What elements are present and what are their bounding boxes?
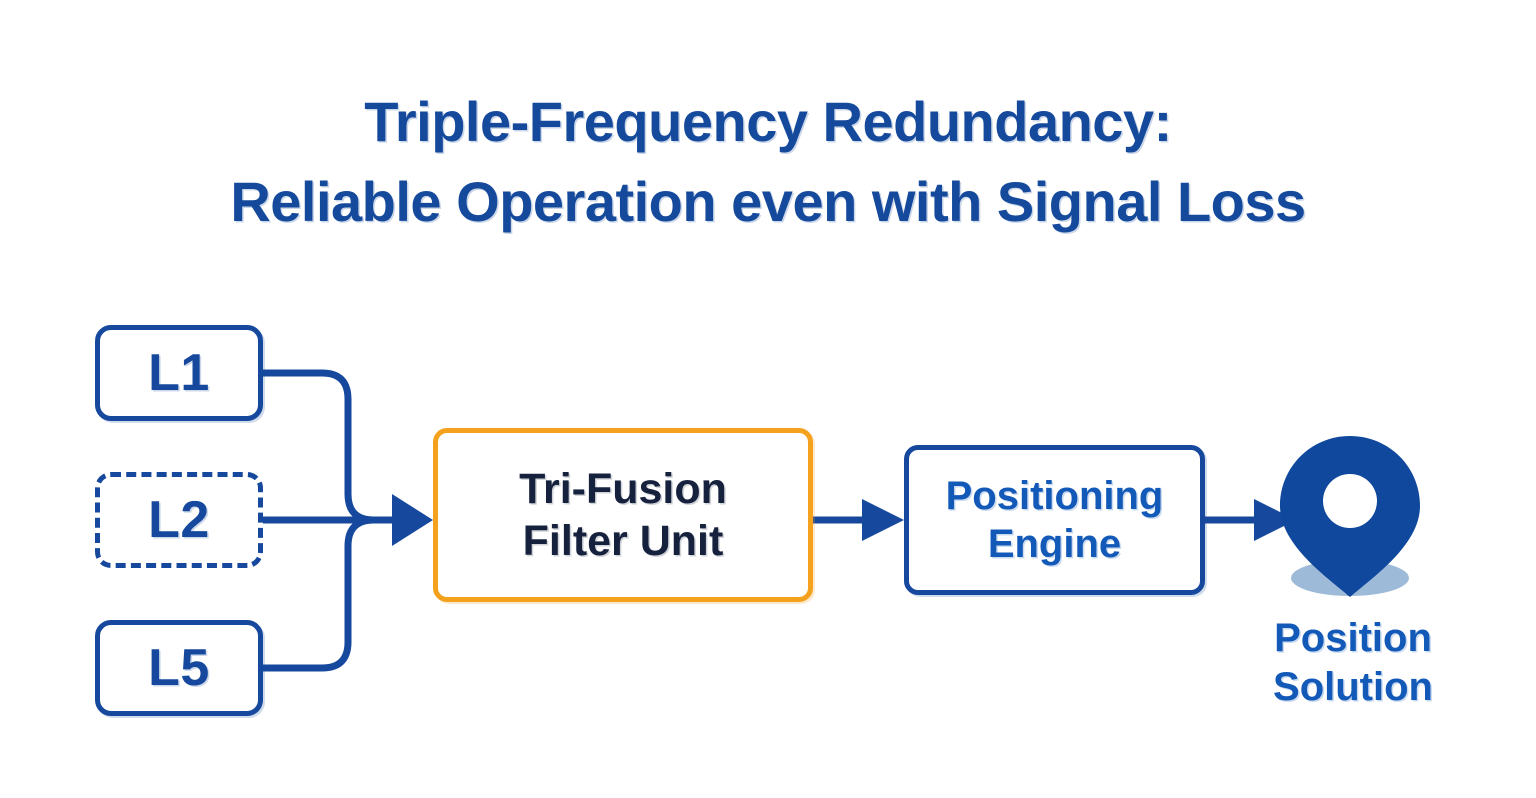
input-band-l2-label: L2 — [148, 490, 210, 549]
input-band-l2[interactable]: L2 — [95, 472, 263, 568]
engine-label-line-1: Positioning — [945, 474, 1164, 518]
pin-shadow-ellipse — [1291, 560, 1409, 596]
title-line-2: Reliable Operation even with Signal Loss — [230, 169, 1306, 233]
tri-fusion-filter-unit-label: Tri-Fusion Filter Unit — [519, 463, 727, 568]
outcome-caption-line-2: Solution — [1273, 664, 1433, 709]
input-band-l1-label: L1 — [148, 343, 210, 402]
arrowhead-into-filter — [392, 494, 433, 546]
arrowhead-into-outcome — [1254, 499, 1296, 541]
filter-label-line-2: Filter Unit — [522, 517, 724, 565]
position-solution-caption: Position Solution — [1213, 614, 1493, 712]
page-title: Triple-Frequency Redundancy: Reliable Op… — [0, 82, 1536, 241]
title-line-1: Triple-Frequency Redundancy: — [364, 90, 1172, 153]
engine-label-line-2: Engine — [987, 522, 1122, 566]
input-band-l5-label: L5 — [148, 638, 210, 697]
positioning-engine-box[interactable]: Positioning Engine — [904, 445, 1205, 595]
tri-fusion-filter-unit-box[interactable]: Tri-Fusion Filter Unit — [433, 428, 813, 602]
positioning-engine-label: Positioning Engine — [946, 472, 1164, 568]
map-pin-icon — [1280, 436, 1420, 597]
arrowhead-into-engine — [862, 499, 904, 541]
connector-l5-to-merge — [263, 516, 392, 672]
filter-label-line-1: Tri-Fusion — [519, 464, 727, 513]
connector-l1-to-merge — [263, 369, 392, 524]
map-pin-hole — [1323, 474, 1377, 528]
input-band-l5[interactable]: L5 — [95, 620, 263, 716]
input-band-l1[interactable]: L1 — [95, 325, 263, 421]
outcome-caption-line-1: Position — [1274, 616, 1432, 660]
